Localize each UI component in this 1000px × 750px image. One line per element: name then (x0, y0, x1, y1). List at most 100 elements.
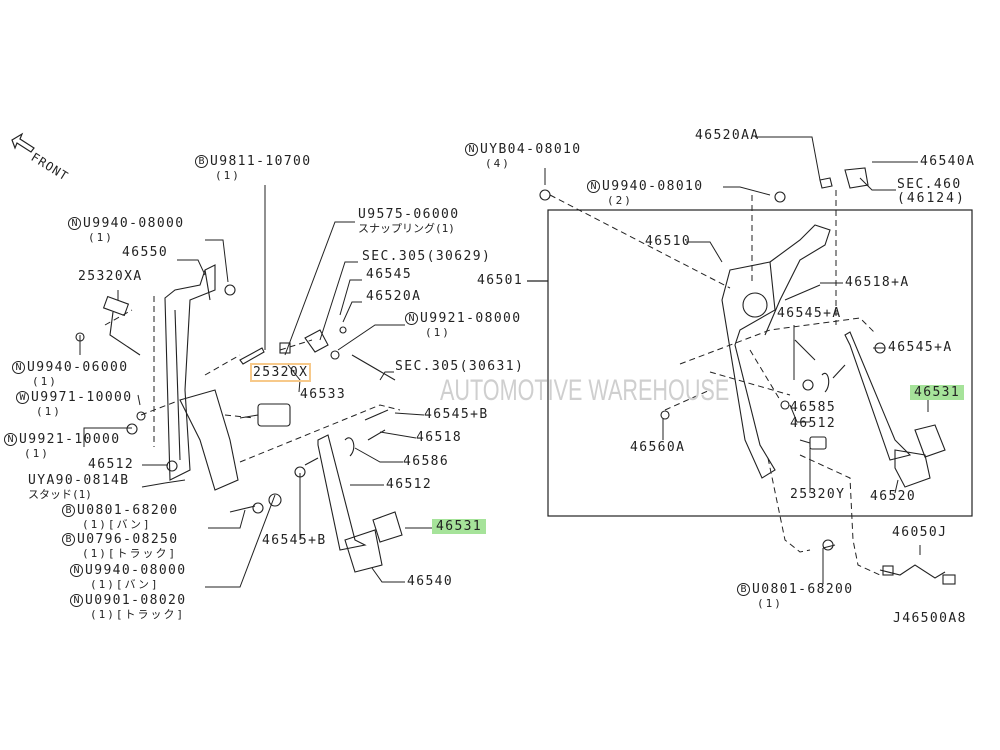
part-code: 46540A (920, 154, 976, 169)
prefix-badge: N (70, 594, 83, 607)
part-label[interactable]: 46501 (477, 274, 523, 288)
part-label[interactable]: 46585 (790, 401, 836, 415)
part-label[interactable]: 46560A (630, 441, 685, 455)
part-code: U0801-68200 (752, 582, 854, 597)
part-label[interactable]: 46586 (403, 455, 449, 469)
assembly-box (547, 209, 973, 517)
part-label[interactable]: 46518+A (845, 276, 910, 290)
part-code: SEC.305(30631) (395, 359, 525, 374)
part-label[interactable]: 46550 (122, 246, 168, 260)
part-code: SEC.460 (897, 177, 962, 192)
part-label[interactable]: 46050J (892, 526, 947, 540)
part-code: SEC.305(30629) (362, 249, 492, 264)
part-label[interactable]: 46512 (88, 458, 134, 472)
part-label[interactable]: SEC.305(30629) (362, 250, 491, 264)
part-qty: (1)[バン] (82, 518, 152, 531)
part-qty: (4) (485, 157, 511, 170)
part-qty: スタッド(1) (28, 488, 92, 501)
prefix-badge: B (62, 533, 75, 546)
part-code: 46545+B (262, 533, 327, 548)
part-label[interactable]: SEC.460(46124) (897, 177, 966, 206)
part-code: U9940-08000 (85, 563, 187, 578)
part-label[interactable]: 46520A (366, 290, 421, 304)
part-label[interactable]: 46540A (920, 155, 975, 169)
part-code: 46533 (300, 387, 347, 402)
part-label[interactable]: 46545+A (888, 341, 953, 355)
part-label[interactable]: 46518 (416, 431, 462, 445)
part-code-highlighted: 46531 (432, 519, 487, 534)
part-code: U9811-10700 (210, 154, 312, 169)
part-label[interactable]: 46512 (386, 478, 432, 492)
part-code: U9940-08010 (602, 179, 704, 194)
part-code: 46520A (366, 289, 422, 304)
prefix-badge: N (70, 564, 83, 577)
part-code: U9575-06000 (358, 207, 460, 222)
part-label[interactable]: 46531 (910, 385, 965, 400)
part-code: 25320X (250, 363, 312, 382)
part-code: 25320Y (790, 487, 846, 502)
prefix-badge: B (737, 583, 750, 596)
part-label[interactable]: 46545+B (262, 534, 327, 548)
prefix-badge: N (12, 361, 25, 374)
prefix-badge: N (465, 143, 478, 156)
prefix-badge: B (195, 155, 208, 168)
part-label[interactable]: 46512 (790, 417, 836, 431)
part-label[interactable]: 46531 (432, 519, 487, 534)
prefix-badge: N (587, 180, 600, 193)
part-qty: スナップリング(1) (358, 222, 455, 235)
prefix-badge: N (405, 312, 418, 325)
part-label[interactable]: 46510 (645, 235, 691, 249)
part-qty: (2) (607, 194, 633, 207)
part-label[interactable]: 46533 (300, 388, 346, 402)
part-qty: (1)[トラック] (90, 608, 186, 621)
prefix-badge: B (62, 504, 75, 517)
part-qty: (1) (757, 597, 783, 610)
prefix-badge: N (68, 217, 81, 230)
part-label[interactable]: 25320X (250, 363, 312, 382)
part-code: UYB04-08010 (480, 142, 582, 157)
part-code: 46586 (403, 454, 450, 469)
part-label[interactable]: SEC.305(30631) (395, 360, 524, 374)
part-code: 46585 (790, 400, 837, 415)
part-label[interactable]: 46520AA (695, 129, 760, 143)
diagram-id: J46500A8 (893, 611, 967, 626)
part-code: 46550 (122, 245, 169, 260)
part-code: 46520 (870, 489, 917, 504)
part-label[interactable]: 46545+B (424, 408, 489, 422)
part-code: 46545 (366, 267, 413, 282)
part-code: U9940-06000 (27, 360, 129, 375)
part-label[interactable]: 46540 (407, 575, 453, 589)
part-code: 46050J (892, 525, 948, 540)
part-code: 46545+A (777, 306, 842, 321)
part-label[interactable]: 25320XA (78, 270, 143, 284)
part-code: 46560A (630, 440, 686, 455)
part-code: U0796-08250 (77, 532, 179, 547)
watermark: AUTOMOTIVE WAREHOUSE (440, 374, 730, 407)
part-qty: (1) (32, 375, 58, 388)
part-code: UYA90-0814B (28, 473, 130, 488)
part-label[interactable]: 46545 (366, 268, 412, 282)
part-code: 46520AA (695, 128, 760, 143)
prefix-badge: N (4, 433, 17, 446)
part-code: 46518 (416, 430, 463, 445)
part-label[interactable]: 46545+A (777, 307, 842, 321)
part-label[interactable]: 25320Y (790, 488, 845, 502)
part-code: U0801-68200 (77, 503, 179, 518)
part-qty: (1)[トラック] (82, 547, 178, 560)
part-label[interactable]: 46520 (870, 490, 916, 504)
